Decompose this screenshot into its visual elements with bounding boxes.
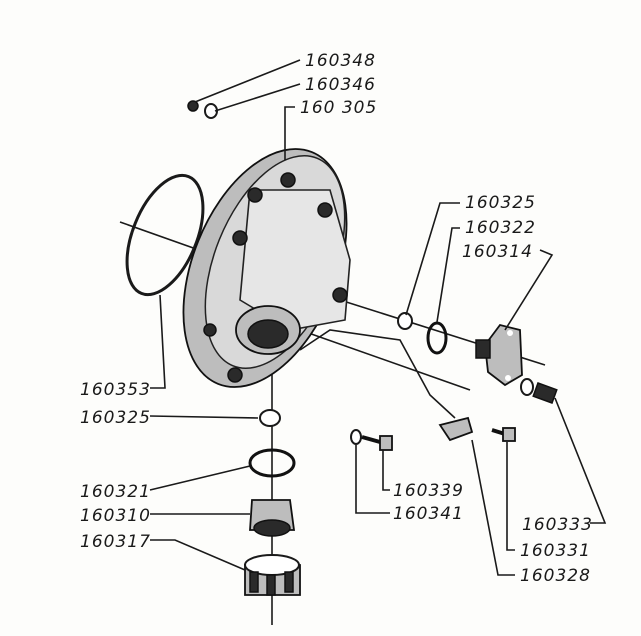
washer-160325-lower xyxy=(259,409,281,427)
bolt-160333 xyxy=(520,378,558,404)
label-160331: 160331 xyxy=(520,541,591,561)
bolt-160331 xyxy=(491,427,516,442)
ring-160321 xyxy=(248,448,296,478)
label-160310: 160310 xyxy=(80,506,151,526)
label-160346: 160346 xyxy=(305,75,376,95)
ring-160322 xyxy=(426,321,448,355)
bolt-axis-line xyxy=(299,329,471,391)
label-160353: 160353 xyxy=(80,380,151,400)
label-160333: 160333 xyxy=(522,515,593,535)
leader-lines xyxy=(149,59,607,576)
label-160314: 160314 xyxy=(462,242,533,262)
label-160348: 160348 xyxy=(305,51,376,71)
bolt-160339 xyxy=(350,429,393,451)
label-160328: 160328 xyxy=(520,566,591,586)
label-160317: 160317 xyxy=(80,532,151,552)
label-160321: 160321 xyxy=(80,482,151,502)
castle-nut-160317 xyxy=(244,554,301,596)
o-ring-160353 xyxy=(125,173,205,297)
housing-160305 xyxy=(182,148,351,388)
label-160305: 160 305 xyxy=(300,98,377,118)
label-160341: 160341 xyxy=(393,504,464,524)
label-160325-lower: 160325 xyxy=(80,408,151,428)
bushing-160310 xyxy=(249,499,296,537)
bracket-160328 xyxy=(438,416,474,442)
label-160322: 160322 xyxy=(465,218,536,238)
label-160325-right: 160325 xyxy=(465,193,536,213)
flange-160314 xyxy=(475,323,523,387)
washer-160325-right xyxy=(397,312,413,330)
label-160339: 160339 xyxy=(393,481,464,501)
screw-160348 xyxy=(187,100,199,112)
